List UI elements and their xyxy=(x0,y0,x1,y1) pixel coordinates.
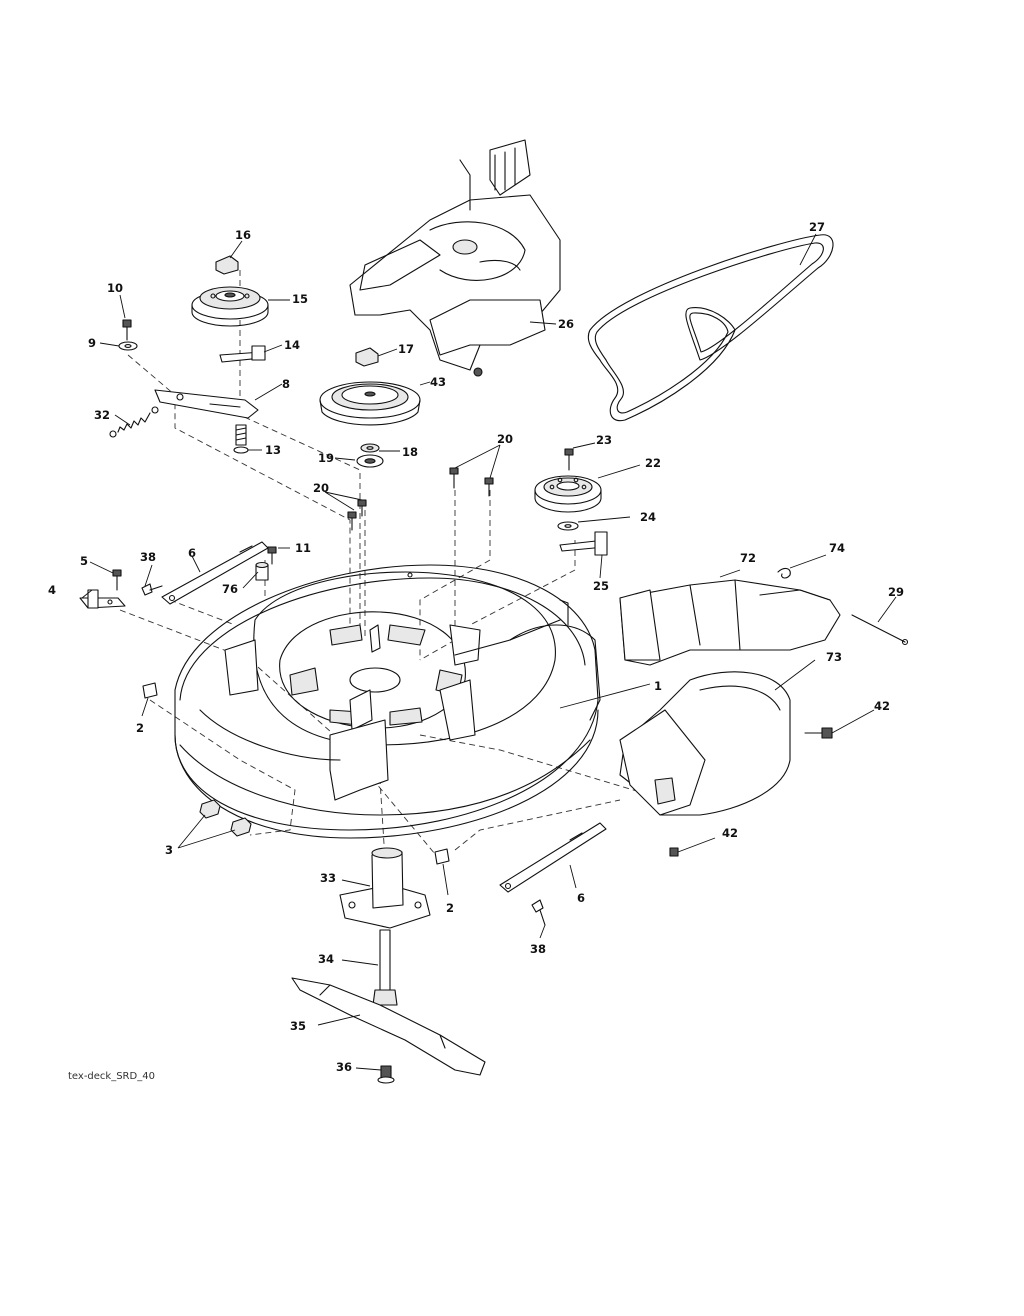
callout-18: 18 xyxy=(402,445,418,459)
callout-16: 16 xyxy=(235,228,251,242)
callout-42: 42 xyxy=(874,699,890,713)
callout-42: 42 xyxy=(722,826,738,840)
blade-35 xyxy=(291,977,486,1076)
bolt-13 xyxy=(233,424,249,454)
callout-14: 14 xyxy=(284,338,300,352)
callout-32: 32 xyxy=(94,408,110,422)
bolt-36 xyxy=(355,1065,395,1084)
nuts-3 xyxy=(177,799,252,849)
callout-25: 25 xyxy=(593,579,609,593)
bolt-11 xyxy=(267,546,277,565)
washer-24 xyxy=(557,521,579,531)
callout-20: 20 xyxy=(313,481,329,495)
bolt-23 xyxy=(564,448,574,471)
callout-3: 3 xyxy=(165,843,173,857)
idler-pulley-22 xyxy=(534,475,602,513)
callout-23: 23 xyxy=(596,433,612,447)
bolt-2-bottom xyxy=(434,848,450,896)
leader-lines xyxy=(81,233,897,734)
spindle-housing-33 xyxy=(339,847,431,929)
callout-38: 38 xyxy=(140,550,156,564)
link-6-bottom xyxy=(499,822,607,893)
bolt-10 xyxy=(122,319,132,341)
spacer-25 xyxy=(559,531,608,556)
callout-27: 27 xyxy=(809,220,825,234)
spring-32 xyxy=(109,406,159,438)
bolt-38-bottom xyxy=(531,899,546,939)
callout-73: 73 xyxy=(826,650,842,664)
clip-74 xyxy=(777,554,827,579)
callout-2: 2 xyxy=(446,901,454,915)
bolt-2-left xyxy=(141,682,158,717)
callout-38: 38 xyxy=(530,942,546,956)
callout-labels: 1 2 2 3 4 5 6 6 8 9 10 11 13 14 15 16 17… xyxy=(48,220,904,1074)
callout-6: 6 xyxy=(577,891,585,905)
spacer-76 xyxy=(255,561,269,581)
callout-74: 74 xyxy=(829,541,845,555)
callout-29: 29 xyxy=(888,585,904,599)
bolts-20 xyxy=(347,467,494,531)
callout-5: 5 xyxy=(80,554,88,568)
callout-33: 33 xyxy=(320,871,336,885)
drawing-reference: tex-deck_SRD_40 xyxy=(68,1071,155,1082)
callout-6: 6 xyxy=(188,546,196,560)
chute-73 xyxy=(619,659,816,816)
callout-4: 4 xyxy=(48,583,56,597)
callout-8: 8 xyxy=(282,377,290,391)
bolt-42-right xyxy=(804,727,833,739)
bracket-4 xyxy=(79,589,126,609)
callout-36: 36 xyxy=(336,1060,352,1074)
callout-9: 9 xyxy=(88,336,96,350)
mower-deck-1 xyxy=(174,564,651,839)
callout-10: 10 xyxy=(107,281,123,295)
callout-76: 76 xyxy=(222,582,238,596)
bolt-42-bottom xyxy=(669,837,716,857)
callout-20: 20 xyxy=(497,432,513,446)
rod-29 xyxy=(851,614,909,646)
washer-9 xyxy=(118,341,138,351)
bolt-38-top xyxy=(141,583,163,596)
spacer-14 xyxy=(219,345,266,363)
callout-34: 34 xyxy=(318,952,334,966)
callout-17: 17 xyxy=(398,342,414,356)
callout-72: 72 xyxy=(740,551,756,565)
bolt-5 xyxy=(112,569,122,591)
callout-43: 43 xyxy=(430,375,446,389)
bearing-19 xyxy=(356,454,384,468)
idler-arm-8 xyxy=(154,389,259,419)
chute-72 xyxy=(619,569,841,666)
callout-13: 13 xyxy=(265,443,281,457)
pulley-43 xyxy=(319,381,421,426)
spindle-shaft-34 xyxy=(341,929,398,1006)
callout-22: 22 xyxy=(645,456,661,470)
nut-17 xyxy=(355,347,379,367)
callout-19: 19 xyxy=(318,451,334,465)
callout-1: 1 xyxy=(654,679,662,693)
callout-11: 11 xyxy=(295,541,311,555)
callout-15: 15 xyxy=(292,292,308,306)
idler-pulley-15 xyxy=(191,286,269,327)
nut-16 xyxy=(215,255,239,275)
belt-27 xyxy=(587,234,834,422)
callout-26: 26 xyxy=(558,317,574,331)
callout-24: 24 xyxy=(640,510,656,524)
callout-2: 2 xyxy=(136,721,144,735)
callout-35: 35 xyxy=(290,1019,306,1033)
bearing-18 xyxy=(360,443,380,453)
belt-cover-26 xyxy=(349,139,561,377)
link-6-top xyxy=(161,541,269,605)
